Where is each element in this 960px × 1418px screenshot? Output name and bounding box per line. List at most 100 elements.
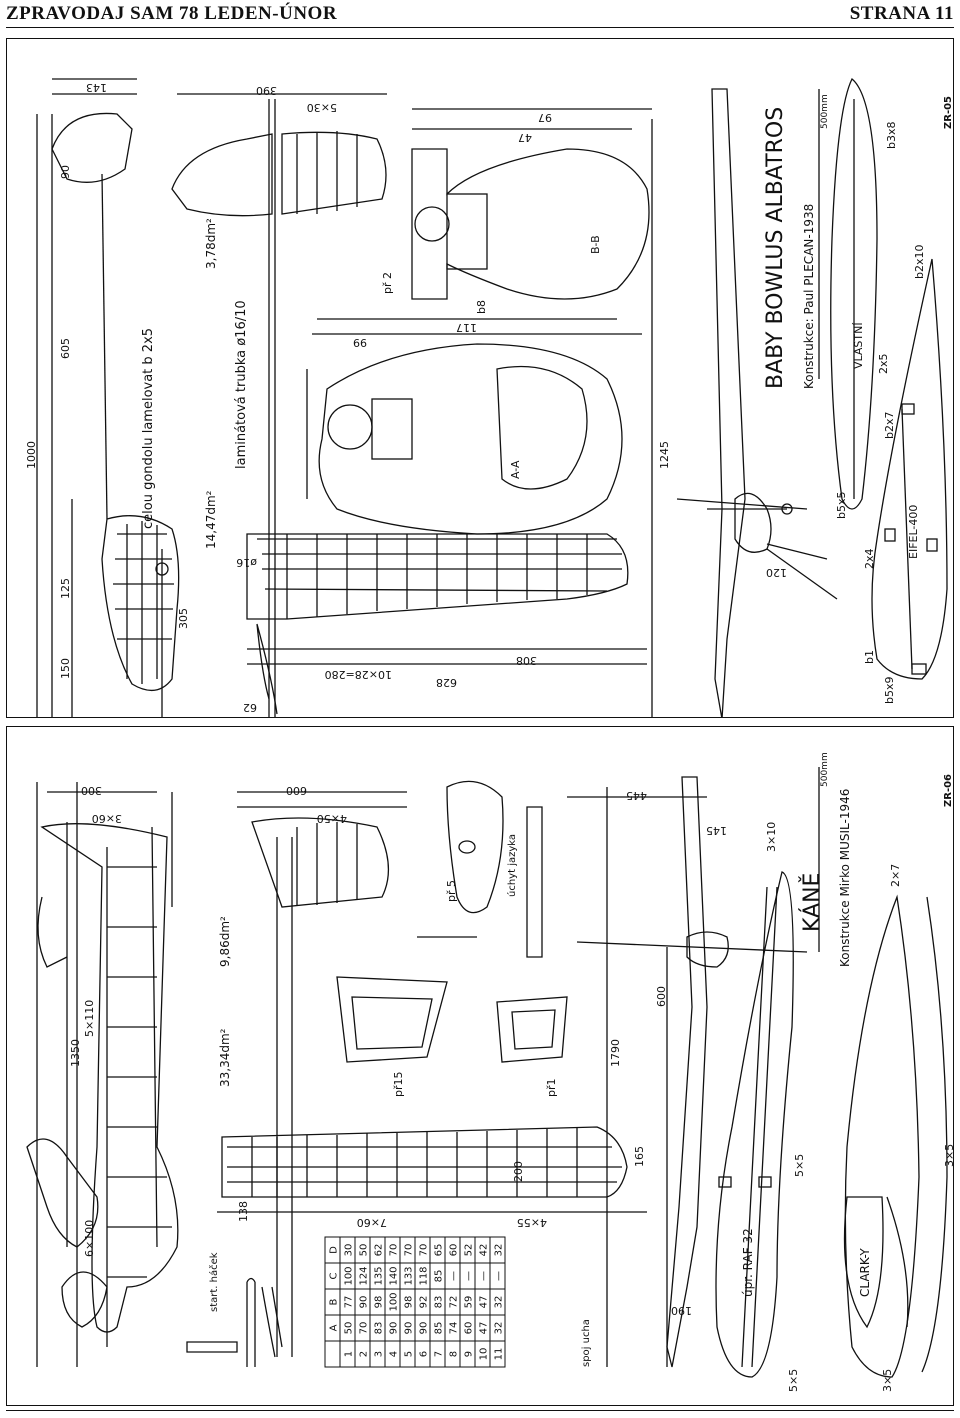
note-ear: spoj ucha xyxy=(581,1319,592,1367)
dim-6x100: 6×100 xyxy=(83,1220,96,1257)
dim-190: 190 xyxy=(671,1304,692,1317)
dim-4x55: 4×55 xyxy=(517,1216,547,1229)
dim-305: 305 xyxy=(177,608,190,629)
rib-dimension-table: ABCD150771003027090124503839813562490100… xyxy=(324,1236,506,1368)
table-cell: — xyxy=(449,1271,460,1281)
table-cell: 7 xyxy=(434,1351,445,1357)
table-cell: 140 xyxy=(389,1266,400,1285)
table-cell: 83 xyxy=(434,1296,445,1309)
table-cell: 98 xyxy=(404,1296,415,1309)
note-tube: laminátová trubka ø16/10 xyxy=(234,300,249,469)
table-cell: 124 xyxy=(359,1266,370,1285)
wing-top-view-2 xyxy=(217,787,647,1367)
dim-1350: 1350 xyxy=(69,1039,82,1067)
table-cell: 135 xyxy=(374,1266,385,1285)
spar-b3x8: b3x8 xyxy=(885,122,898,150)
spar-2x5: 2x5 xyxy=(877,353,890,374)
spar-3x5-a: 3×5 xyxy=(943,1144,953,1167)
spar-5x5-b: 5×5 xyxy=(787,1369,800,1392)
table-cell: 72 xyxy=(449,1296,460,1309)
dim-7x60: 7×60 xyxy=(357,1216,387,1229)
dim-445: 445 xyxy=(626,789,647,802)
spar-b8: b8 xyxy=(475,300,488,314)
table-cell: 74 xyxy=(449,1322,460,1335)
table-cell: 32 xyxy=(494,1244,505,1257)
table-cell: 59 xyxy=(464,1296,475,1309)
dim-300: 300 xyxy=(81,784,102,797)
dim-47: 47 xyxy=(518,131,532,144)
spar-5x5-a: 5×5 xyxy=(793,1154,806,1177)
spar-pr1: př1 xyxy=(545,1078,558,1097)
table-cell: — xyxy=(464,1271,475,1281)
dim-390: 390 xyxy=(256,84,277,97)
dim-605: 605 xyxy=(59,338,72,359)
spar-pr15: př15 xyxy=(392,1071,405,1097)
tailplane-top-view xyxy=(171,93,387,717)
note-gondola: celou gondolu lamelovat b 2x5 xyxy=(141,328,156,529)
table-cell: 133 xyxy=(404,1266,415,1285)
dim-1790: 1790 xyxy=(609,1039,622,1067)
tailplane-top-view-2 xyxy=(237,791,407,1358)
table-cell: 32 xyxy=(494,1296,505,1309)
glider-front-view xyxy=(676,88,838,717)
spar-b2x10: b2x10 xyxy=(913,245,926,280)
fuselage-side-view-2 xyxy=(36,782,179,1367)
table-cell: 90 xyxy=(404,1322,415,1335)
page-header: ZPRAVODAJ SAM 78 LEDEN-ÚNOR STRANA 11 xyxy=(0,0,960,30)
tow-hook-and-figure xyxy=(26,1138,256,1367)
dim-145: 145 xyxy=(706,824,727,837)
table-cell: 1 xyxy=(344,1351,355,1357)
table-cell: 60 xyxy=(464,1322,475,1335)
table-header-cell: B xyxy=(329,1298,340,1305)
dim-120: 120 xyxy=(766,566,787,579)
profile-tail-label-2: CLARK-Y xyxy=(858,1248,872,1297)
table-cell: 4 xyxy=(389,1351,400,1357)
table-header-cell: C xyxy=(329,1272,340,1279)
spar-3x10: 3×10 xyxy=(765,822,778,852)
table-cell: 8 xyxy=(449,1351,460,1357)
table-cell: — xyxy=(494,1271,505,1281)
spar-b2x7: b2x7 xyxy=(883,412,896,440)
dim-165: 165 xyxy=(633,1146,646,1167)
plan1-designer: Konstrukce: Paul PLECAN-1938 xyxy=(802,204,816,389)
section-a-a xyxy=(306,318,642,535)
section-b-label: B-B xyxy=(589,235,602,254)
dim-150: 150 xyxy=(59,658,72,679)
plan2-title: KÁNĚ xyxy=(799,873,825,932)
dim-4x50: 4×50 xyxy=(317,812,347,825)
area-tail: 3,78dm² xyxy=(204,218,218,269)
note-tongue: úchyt jazyka xyxy=(506,834,518,897)
table-cell: 10 xyxy=(479,1348,490,1361)
spar-3x5-b: 3×5 xyxy=(881,1369,894,1392)
dim-308: 308 xyxy=(516,654,537,667)
plan2-designer: Konstrukce Mirko MUSIL-1946 xyxy=(838,789,852,967)
dim-3x60: 3×60 xyxy=(92,812,122,825)
table-cell: 62 xyxy=(374,1244,385,1257)
plan1-scale: 500mm xyxy=(820,94,830,129)
table-cell: 90 xyxy=(389,1322,400,1335)
table-cell: 100 xyxy=(344,1266,355,1285)
section-b-b xyxy=(411,108,652,300)
table-cell: 9 xyxy=(464,1351,475,1357)
dim-62: 62 xyxy=(243,701,257,714)
dim-143: 143 xyxy=(86,81,107,94)
dim-90: 90 xyxy=(59,165,72,179)
spar-b5x5: b5x5 xyxy=(835,492,848,520)
spar-b1: b1 xyxy=(863,650,876,664)
plan1-code: ZR-05 xyxy=(943,96,953,129)
table-cell: 52 xyxy=(464,1244,475,1257)
section-a-label: A-A xyxy=(509,460,522,479)
footer-rule xyxy=(6,1410,954,1411)
table-cell: 6 xyxy=(419,1351,430,1357)
table-cell: 47 xyxy=(479,1322,490,1335)
header-rule xyxy=(6,27,954,28)
table-cell: 2 xyxy=(359,1351,370,1357)
profile-wing-label-2: úpr. RAF 32 xyxy=(741,1228,755,1297)
table-cell: 70 xyxy=(389,1244,400,1257)
dim-600b: 600 xyxy=(655,986,668,1007)
plan1-title: BABY BOWLUS ALBATROS xyxy=(763,107,788,389)
table-cell: 85 xyxy=(434,1270,445,1283)
table-cell: 32 xyxy=(494,1322,505,1335)
table-cell: 98 xyxy=(374,1296,385,1309)
